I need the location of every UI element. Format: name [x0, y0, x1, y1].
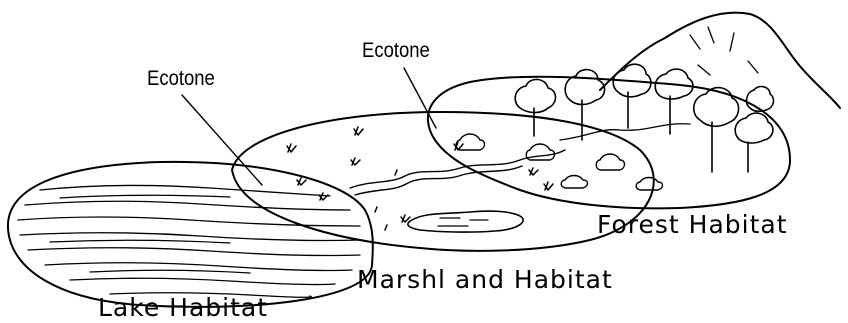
marshland-region — [232, 112, 654, 251]
lake-region — [8, 162, 373, 307]
ecotone-left-label: Ecotone — [147, 68, 215, 89]
ecotone-left-pointer — [182, 95, 262, 185]
ecotone-right-label: Ecotone — [362, 40, 430, 61]
forest-habitat-label: Forest Habitat — [597, 212, 788, 237]
ecotone-right-pointer — [404, 68, 436, 128]
lake-habitat-label: Lake Habitat — [98, 295, 268, 320]
forest-region — [428, 13, 840, 209]
marshland-habitat-label: Marshl and Habitat — [357, 267, 613, 292]
